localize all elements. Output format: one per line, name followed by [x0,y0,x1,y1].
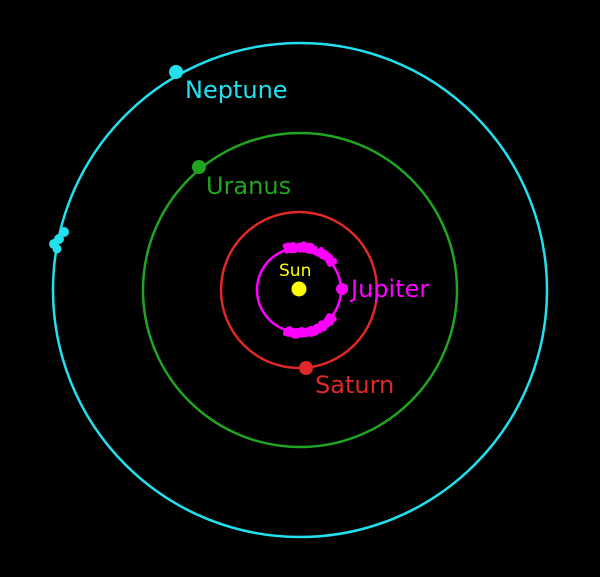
sun [291,281,307,297]
jupiter-trojan [313,331,317,336]
jupiter-trojan [288,244,293,248]
jupiter-trojan [283,248,290,254]
neptune-trojan [59,227,69,237]
saturn-label: Saturn [315,371,394,399]
jupiter-trojan [313,247,318,252]
jupiter-trojan [292,333,298,339]
jupiter-trojan [330,314,335,319]
neptune-orbit [51,41,549,539]
jupiter-trojan [328,318,333,323]
jupiter-trojan [283,331,288,337]
jupiter-planet [336,283,348,295]
jupiter-trojan [299,332,305,338]
jupiter-trojan [322,250,328,256]
jupiter-trojan [290,248,295,252]
jupiter-trojan [324,325,328,329]
jupiter-trojan [321,249,325,252]
neptune-trojan [52,244,62,254]
jupiter-trojans-upper [282,241,338,267]
jupiter-trojans-lower [283,313,337,339]
jupiter-trojan [293,248,297,252]
sun-label: Sun [279,261,311,281]
jupiter-trojan [286,328,293,334]
jupiter-trojan [328,257,335,263]
saturn-planet [299,361,313,375]
jupiter-trojan [301,245,307,251]
jupiter-trojan [294,328,300,334]
jupiter-trojan [319,323,324,328]
jupiter-trojan [303,328,309,333]
jupiter-trojan [312,328,317,333]
jupiter-label: Jupiter [349,275,429,303]
neptune-planet [169,65,183,79]
neptune-label: Neptune [185,76,288,104]
jupiter-trojan [307,327,312,333]
jupiter-trojan [296,247,300,251]
jupiter-trojan [333,317,337,322]
neptune-trojans [49,227,69,254]
jupiter-trojan [309,247,315,253]
jupiter-trojan [282,243,288,249]
uranus-planet [192,160,206,174]
jupiter-trojan [317,248,321,253]
uranus-label: Uranus [206,172,291,200]
uranus-orbit [141,131,459,449]
